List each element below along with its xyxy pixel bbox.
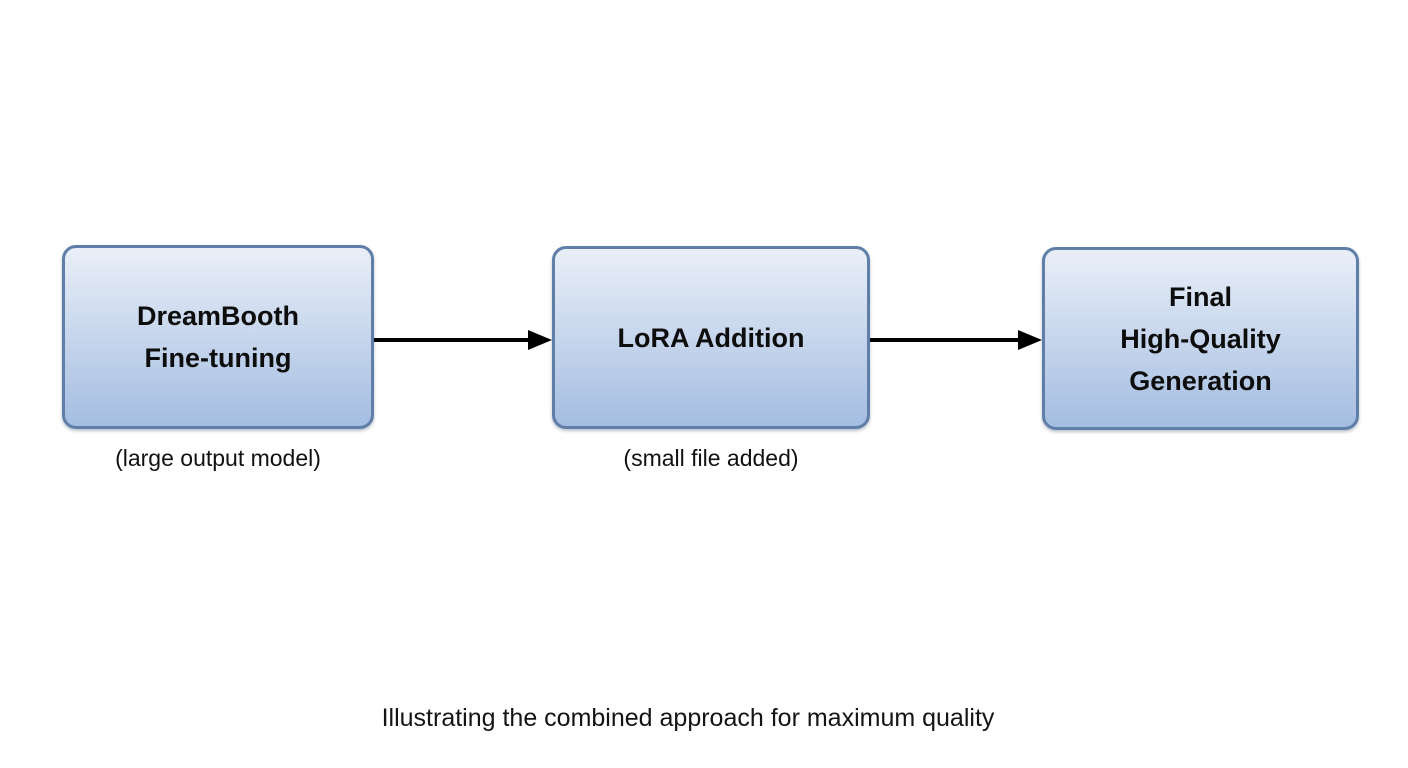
- node-title: LoRA Addition: [617, 322, 805, 353]
- node-title: DreamBooth Fine-tuning: [136, 301, 299, 373]
- node-lora-addition: LoRA Addition: [552, 246, 870, 429]
- arrow-right-icon: [870, 330, 1042, 350]
- node-title: Final High-Quality Generation: [1120, 281, 1281, 396]
- arrow-right-icon: [374, 330, 552, 350]
- diagram-footer-caption: Illustrating the combined approach for m…: [381, 704, 995, 732]
- node-caption-large-output-model: (large output model): [115, 445, 321, 471]
- node-dreambooth-fine-tuning: DreamBooth Fine-tuning: [62, 245, 374, 429]
- node-caption-small-file-added: (small file added): [623, 445, 799, 471]
- node-final-high-quality-generation: Final High-Quality Generation: [1042, 247, 1359, 430]
